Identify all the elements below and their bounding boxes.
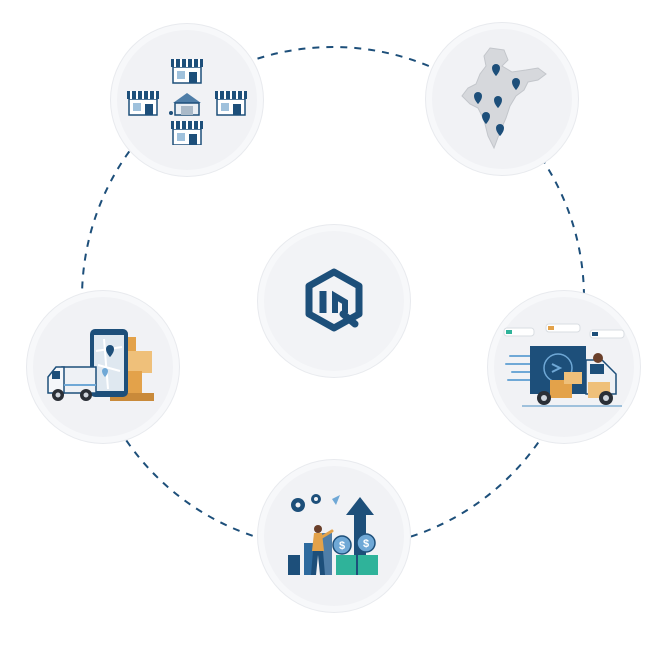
stores-network-node xyxy=(117,30,257,170)
india-map-pins-icon xyxy=(461,47,547,150)
svg-text:$: $ xyxy=(363,538,369,550)
delivery-truck-courier-icon xyxy=(503,323,625,407)
svg-text:$: $ xyxy=(339,540,345,552)
map-coverage-node xyxy=(432,29,572,169)
tracking-node xyxy=(33,297,173,437)
growth-chart-money-icon: $ $ xyxy=(288,494,378,575)
retail-stores-network-icon xyxy=(127,59,247,145)
center-logo-node xyxy=(264,231,404,371)
truck-mobile-tracking-icon xyxy=(47,329,154,401)
company-logo-icon xyxy=(305,268,363,332)
courier-partners-node xyxy=(494,297,634,437)
growth-node: $ $ xyxy=(264,466,404,606)
